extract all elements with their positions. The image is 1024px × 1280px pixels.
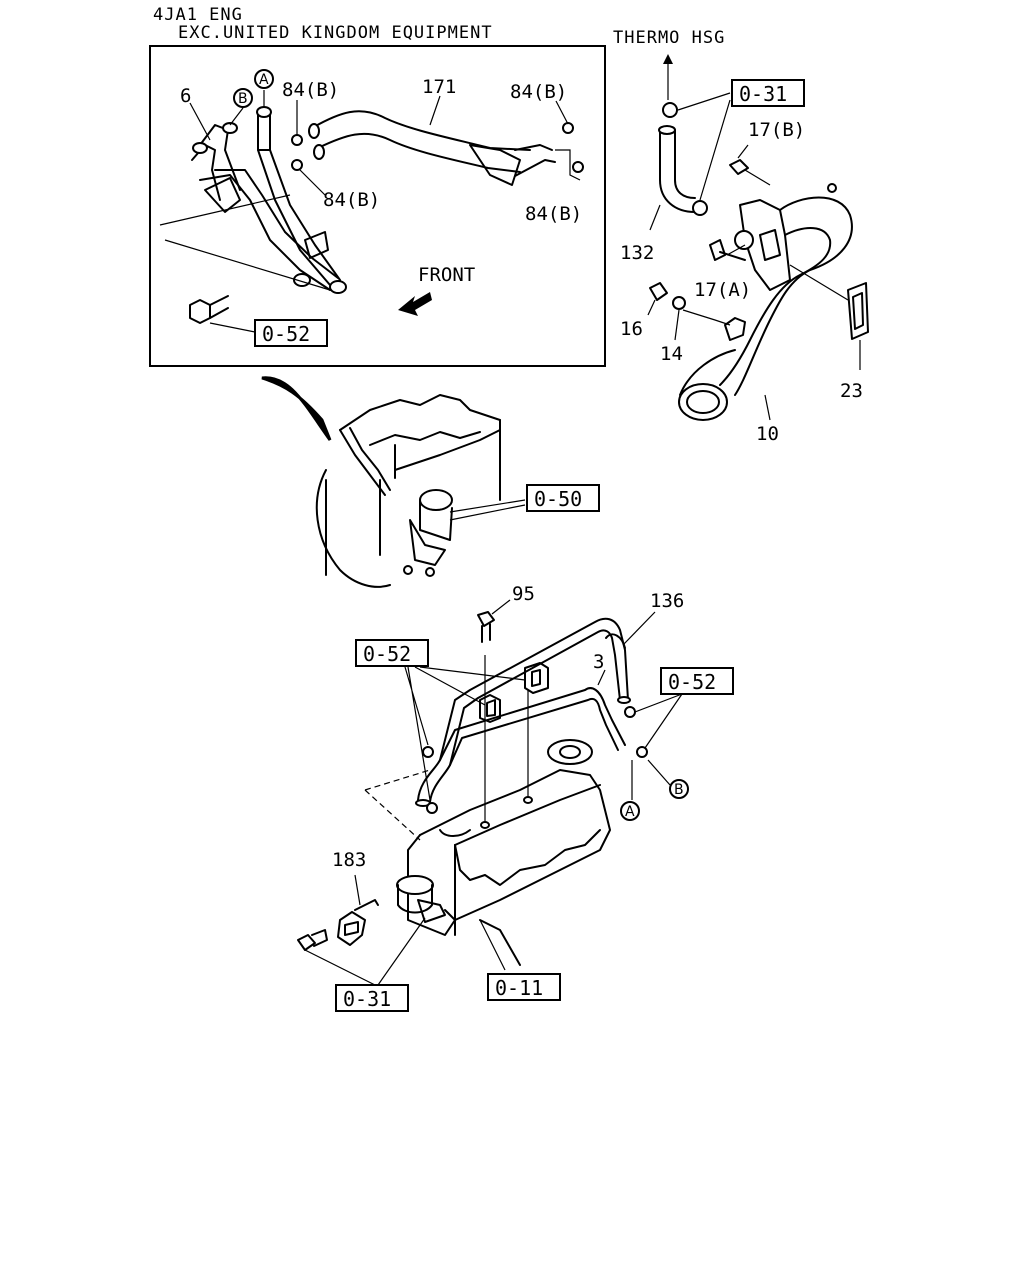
thermo-arrow-icon — [663, 54, 673, 64]
label-84b-3: 84(B) — [323, 189, 380, 211]
callout-a-circle — [254, 69, 274, 89]
label-front: FRONT — [418, 264, 475, 286]
label-183: 183 — [332, 849, 366, 871]
ref-052-inset: 0-52 — [262, 322, 310, 346]
inset-frame — [149, 45, 606, 367]
label-3: 3 — [593, 651, 604, 673]
ref-box-052-right — [660, 667, 734, 695]
label-84b-1: 84(B) — [282, 79, 339, 101]
callout-a: A — [259, 72, 269, 88]
label-17b: 17(B) — [748, 119, 805, 141]
callout-a-bottom: A — [625, 804, 635, 820]
engine-block-view — [315, 394, 526, 588]
callout-b-circle — [233, 88, 253, 108]
label-6: 6 — [180, 85, 191, 107]
ref-box-031-bottom — [335, 984, 409, 1012]
ref-box-052-left — [355, 639, 429, 667]
callout-a-circle-bottom — [620, 801, 640, 821]
label-thermo-hsg: THERMO HSG — [613, 28, 725, 48]
label-10: 10 — [756, 423, 779, 445]
header-equipment: EXC.UNITED KINGDOM EQUIPMENT — [178, 23, 493, 43]
ref-052-right: 0-52 — [668, 670, 716, 694]
label-16: 16 — [620, 318, 643, 340]
label-84b-4: 84(B) — [525, 203, 582, 225]
label-136: 136 — [650, 590, 684, 612]
label-95: 95 — [512, 583, 535, 605]
thermo-housing-parts — [647, 92, 869, 421]
label-132: 132 — [620, 242, 654, 264]
ref-box-052-inset — [254, 319, 328, 347]
ref-011: 0-11 — [495, 976, 543, 1000]
label-14: 14 — [660, 343, 683, 365]
callout-b-circle-bottom — [669, 779, 689, 799]
ref-031-bottom: 0-31 — [343, 987, 391, 1011]
ref-031-top: 0-31 — [739, 82, 787, 106]
bypass-pipe-assembly — [297, 599, 683, 986]
ref-box-011 — [487, 973, 561, 1001]
front-arrow-icon — [398, 292, 432, 316]
label-84b-2: 84(B) — [510, 81, 567, 103]
label-17a: 17(A) — [694, 279, 751, 301]
label-23: 23 — [840, 380, 863, 402]
header-engine: 4JA1 ENG — [153, 5, 243, 25]
label-171: 171 — [422, 76, 456, 98]
ref-box-031-top — [731, 79, 805, 107]
callout-b-bottom: B — [674, 782, 684, 798]
inset-water-pipes — [159, 90, 584, 333]
ref-box-050 — [526, 484, 600, 512]
detail-arrow-icon — [261, 376, 332, 441]
ref-050: 0-50 — [534, 487, 582, 511]
callout-b: B — [238, 91, 248, 107]
ref-052-left: 0-52 — [363, 642, 411, 666]
